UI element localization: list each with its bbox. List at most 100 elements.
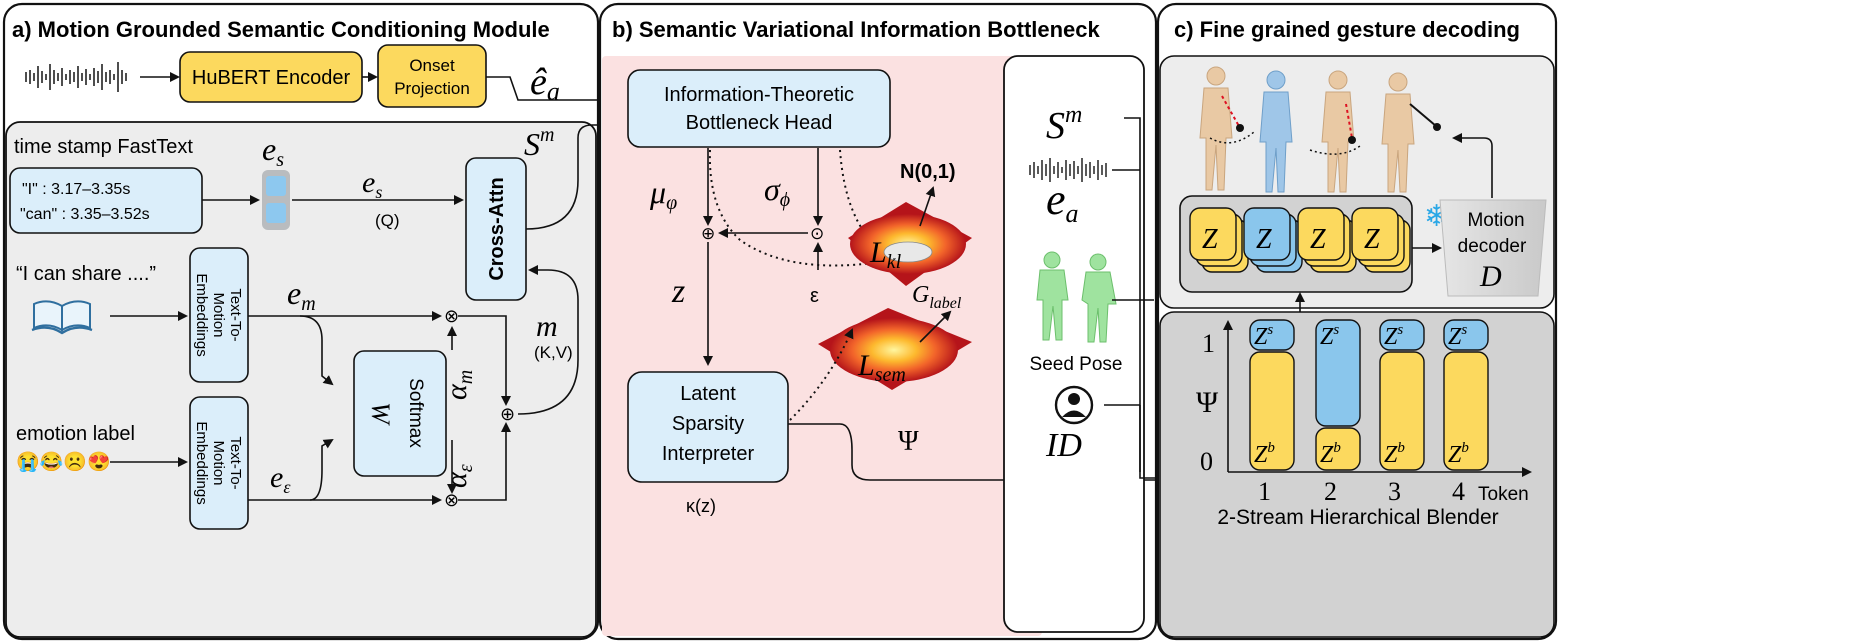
bottleneck-head-box [627,69,891,148]
zs-segment-4 [1443,319,1489,351]
svg-text:Embeddings: Embeddings [193,273,210,356]
latent-token-z-4: Z [1364,224,1380,255]
kl-loss-surface-icon [848,202,972,286]
zs-label-2: Zs [1320,322,1339,350]
ea-symbol-b: ea [1046,175,1079,228]
token-tick-4: 4 [1452,477,1465,506]
latent-sparsity-label-3: Interpreter [662,443,755,465]
mu-symbol: μφ [649,174,677,214]
normal-distribution-label: N(0,1) [900,161,956,183]
zs-segment-1 [1249,319,1295,351]
text-to-motion-box-2 [189,396,249,530]
add-op-b: ⊕ [701,224,715,243]
zs-label-1: Zs [1254,322,1273,350]
z-symbol: z [671,273,685,310]
latent-token-z-1: Z [1202,224,1218,255]
blender-caption: 2-Stream Hierarchical Blender [1217,506,1498,529]
gesture-output-figures [1199,66,1441,193]
panel-a: a) Motion Grounded Semantic Conditioning… [2,2,626,641]
svg-text:Text-To-: Text-To- [227,436,244,489]
y-tick-0: 0 [1200,447,1213,476]
alpha-m-symbol: αm [440,370,477,400]
text-to-motion-box-1 [189,247,249,383]
latent-token-z-2: Z [1256,224,1272,255]
epsilon-symbol: ε [810,285,819,307]
zb-segment-3 [1379,351,1425,471]
kv-label: (K,V) [534,343,573,362]
svg-text:Motion: Motion [210,292,227,337]
ea-hat-symbol: êa [530,61,560,106]
decoder-d-symbol: D [1479,260,1502,293]
latent-sparsity-label-1: Latent [680,383,736,405]
onset-projection-label-2: Projection [394,79,470,98]
emotion-emojis: 😭😂☹️😍 [16,451,111,473]
bottleneck-head-label-2: Bottleneck Head [686,112,833,134]
m-symbol: m [536,310,558,343]
text-to-motion-label-2: Text-To- Motion Embeddings [193,421,244,504]
audio-waveform-icon [25,62,127,92]
zb-segment-1 [1249,351,1295,471]
softmax-box [353,350,447,477]
seed-pose-figures [1036,251,1117,343]
kappa-label: κ(z) [686,496,716,516]
latent-token-stacks [1189,207,1411,273]
latent-sparsity-label-2: Sparsity [672,413,744,435]
multiply-op-1: ⊗ [444,306,459,326]
utterance-quote: “I can share ....” [16,263,156,285]
sm-symbol-a: Sm [524,124,554,162]
zb-label-3: Zb [1384,440,1405,468]
text-conditioning-panel [5,121,597,638]
person-icon [1054,385,1094,425]
token-tick-1: 1 [1258,477,1271,506]
onset-projection-box [377,44,487,108]
glabel-symbol: Glabel [912,282,962,312]
multiply-dot-op: ⊙ [810,224,824,243]
text-to-motion-label-1: Text-To- Motion Embeddings [193,273,244,356]
svg-text:Motion: Motion [210,440,227,485]
panel-c: c) Fine grained gesture decoding [1156,2,1558,641]
add-op-a: ⊕ [500,404,515,424]
zs-label-3: Zs [1384,322,1403,350]
embedding-vector-icon [262,170,290,230]
zb-segment-4 [1443,351,1489,471]
token-tick-3: 3 [1388,477,1401,506]
ee-symbol: eε [270,461,291,497]
onset-projection-label-1: Onset [409,56,455,75]
timestamp-fasttext-label: time stamp FastText [14,136,193,158]
alpha-e-symbol: αε [440,464,477,488]
multiply-op-2: ⊗ [444,490,459,510]
zs-segment-3 [1379,319,1425,351]
psi-symbol-b: Ψ [898,426,919,457]
token-axis-label: Token [1478,484,1529,505]
token-tick-2: 2 [1324,477,1337,506]
zs-segment-2 [1315,319,1361,427]
conditions-panel [1003,55,1145,633]
emotion-label-text: emotion label [16,423,135,445]
audio-waveform-icon-b [1029,158,1107,182]
zb-label-4: Zb [1448,440,1469,468]
timestamp-word-2: "can" : 3.35–3.52s [20,206,150,223]
bottleneck-head-label-1: Information-Theoretic [664,84,854,106]
timestamps-box [9,167,203,234]
zb-segment-2 [1315,427,1361,471]
lsem-symbol: Lsem [857,349,906,386]
lkl-symbol: Lkl [869,236,902,273]
latent-sparsity-box [627,371,789,483]
zb-label-2: Zb [1320,440,1341,468]
zs-label-4: Zs [1448,322,1467,350]
book-icon [31,300,93,335]
w-symbol: W [366,402,395,426]
seed-pose-label: Seed Pose [1030,354,1123,375]
motion-decoder-shape [1439,199,1547,297]
timestamp-word-1: "I" : 3.17–3.35s [22,181,130,198]
query-label: (Q) [375,211,400,230]
es-symbol: es [262,131,284,171]
es-arrow-symbol: es [362,166,382,202]
id-symbol: ID [1045,427,1082,464]
hubert-encoder-label: HuBERT Encoder [192,67,351,89]
svg-text:Embeddings: Embeddings [193,421,210,504]
sigma-symbol: σϕ [764,171,790,211]
em-symbol: em [287,275,316,315]
latent-token-z-3: Z [1310,224,1326,255]
